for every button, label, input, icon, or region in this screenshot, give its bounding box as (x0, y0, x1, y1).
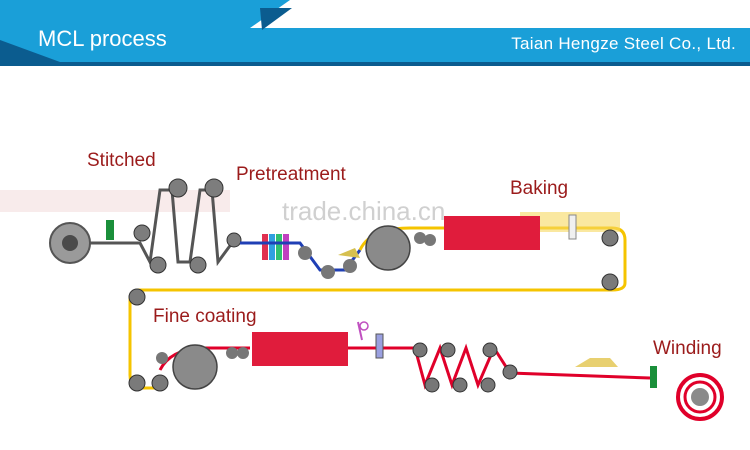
baking-oven (444, 216, 540, 250)
tension-bridle (650, 366, 657, 388)
yellow-strip-path (128, 226, 627, 390)
label-fine-coating: Fine coating (153, 306, 257, 327)
film-feed-icon (357, 321, 363, 341)
process-line-drawing (0, 178, 724, 421)
process-diagram: Stitched Pretreatment Baking Fine coatin… (0, 78, 750, 445)
exit-rolls (412, 342, 518, 393)
turning-rolls (128, 229, 619, 392)
primer-coater (365, 225, 436, 271)
watermark: trade.china.cn (282, 196, 446, 226)
accumulator-rolls (133, 178, 242, 274)
label-baking: Baking (510, 178, 569, 199)
film-roll-icon (359, 321, 369, 331)
label-pretreatment: Pretreatment (236, 164, 346, 185)
laminator-icon (375, 333, 384, 359)
recoiler-icon (676, 373, 724, 421)
label-stitched: Stitched (87, 150, 156, 171)
wringer-icon (338, 248, 360, 258)
company-name: Taian Hengze Steel Co., Ltd. (511, 34, 736, 53)
pretreatment-tanks (262, 234, 289, 260)
cooling-unit (568, 214, 577, 240)
exit-accumulator (413, 343, 651, 390)
welder-icon (106, 220, 114, 240)
blur-band (0, 190, 230, 212)
header-banner: MCL process Taian Hengze Steel Co., Ltd. (0, 0, 750, 78)
finish-coater (156, 344, 250, 390)
finish-oven (252, 332, 348, 366)
pretreatment-rolls (298, 246, 357, 279)
uncoiler-icon (49, 222, 91, 264)
page-title: MCL process (38, 26, 167, 51)
entry-accumulator (90, 188, 234, 267)
shear-icon (575, 358, 618, 367)
label-winding: Winding (653, 338, 722, 359)
